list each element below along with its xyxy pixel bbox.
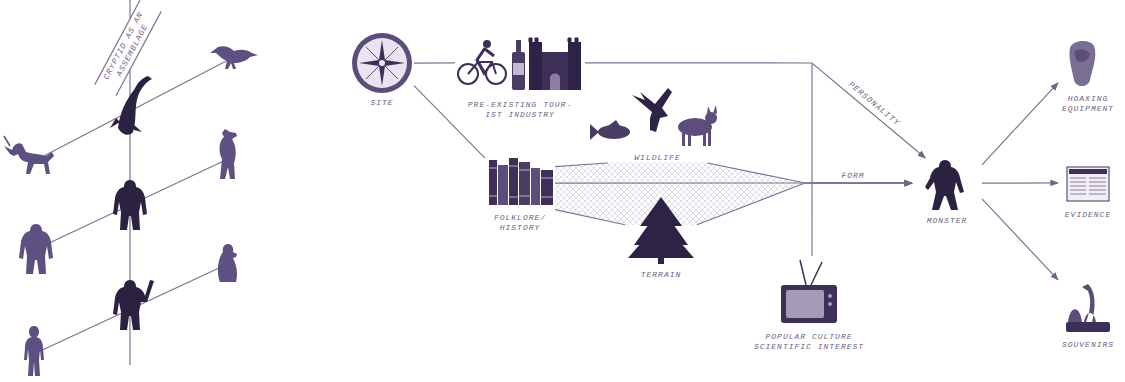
compass-face <box>357 38 407 88</box>
newspaper-masthead <box>1069 169 1107 174</box>
flow-connector <box>414 86 485 159</box>
node-caption: FOLKLORE/ HISTORY <box>485 213 555 233</box>
connector-label: PERSONALITY <box>847 79 902 128</box>
lynx-head <box>705 112 717 124</box>
flow-connector <box>982 199 1058 280</box>
tv-antenna <box>800 260 822 285</box>
flow-connector <box>708 163 913 183</box>
waving-bigfoot-silhouette <box>113 280 154 330</box>
icon-node: SOUVENIRS <box>1058 272 1118 350</box>
node-caption: PRE-EXISTING TOUR- IST INDUSTRY <box>464 100 576 120</box>
merge-line <box>811 63 812 183</box>
icon-node: POPULAR CULTURE SCIENTIFIC INTEREST <box>748 256 870 352</box>
newspaper-columns <box>1070 178 1106 194</box>
tv-knob <box>828 302 832 306</box>
book-icon <box>519 162 530 205</box>
fish-icon <box>598 125 630 139</box>
castle-tower <box>529 42 542 90</box>
tag-panel <box>95 0 161 96</box>
node-caption: WILDLIFE <box>634 153 680 163</box>
flow-connector <box>697 183 912 225</box>
eagle-icon <box>632 88 672 132</box>
tv-icon <box>781 285 837 323</box>
footprint-cast-print <box>1074 49 1090 62</box>
footprint-cast-icon <box>1069 41 1095 86</box>
assemblage-link <box>40 58 232 158</box>
unicorn-horn <box>4 136 10 146</box>
groundhog-silhouette <box>218 244 237 282</box>
connector-label: FORM <box>842 171 865 181</box>
lynx-legs <box>682 130 711 146</box>
icon-node: PRE-EXISTING TOUR- IST INDUSTRY <box>455 36 585 120</box>
souvenir-base <box>1066 322 1110 332</box>
compass-star <box>359 40 405 86</box>
book-icon <box>498 165 508 205</box>
flow-connector <box>555 210 625 225</box>
flow-connector <box>585 63 925 158</box>
flow-connector <box>982 83 1058 165</box>
compass-lines <box>366 47 398 79</box>
tag-label: CRYPTID AS AN ASSEMBLAGE <box>101 9 155 87</box>
fish-tail <box>590 124 599 140</box>
flow-connector <box>812 183 912 256</box>
assemblage-link <box>38 262 232 352</box>
book-icon <box>509 158 518 205</box>
bigfoot-silhouette <box>113 180 147 230</box>
book-icon <box>489 160 497 205</box>
icon-node: SITE <box>350 28 414 108</box>
cyclist-head <box>483 40 491 48</box>
lynx-ears <box>707 105 717 114</box>
node-caption: MONSTER <box>927 216 968 226</box>
hatch-mesh <box>555 162 805 225</box>
castle-door <box>550 74 560 91</box>
book-icon <box>541 170 553 205</box>
assemblage-link <box>45 158 230 245</box>
node-caption: SITE <box>370 98 393 108</box>
flow-connector <box>414 62 455 64</box>
unicorn-silhouette <box>4 143 54 174</box>
flow-connector <box>982 182 1058 183</box>
fish-fin <box>608 120 620 126</box>
ape-silhouette <box>19 224 53 274</box>
monster-icon <box>925 160 964 210</box>
flow-connector <box>555 163 608 167</box>
plesiosaur-silhouette <box>110 76 152 135</box>
icon-node: FOLKLORE/ HISTORY <box>485 155 555 233</box>
icon-node: MONSTER <box>912 158 982 226</box>
cyclist-body <box>477 48 494 72</box>
book-icon <box>531 168 540 205</box>
bottle-neck <box>516 40 521 54</box>
node-caption: SOUVENIRS <box>1062 340 1114 350</box>
book-bands <box>489 166 553 197</box>
icon-node: TERRAIN <box>625 195 697 280</box>
tree-icon <box>628 220 694 258</box>
node-caption: TERRAIN <box>641 270 682 280</box>
tree-trunk <box>658 256 664 264</box>
creature-silhouette <box>210 46 258 69</box>
icon-node: EVIDENCE <box>1058 163 1118 220</box>
newspaper-icon <box>1067 167 1109 201</box>
flow-connector <box>555 182 912 183</box>
tv-knob <box>828 294 832 298</box>
nessie-souvenir-icon <box>1068 284 1096 322</box>
node-caption: EVIDENCE <box>1065 210 1111 220</box>
icon-node: WILDLIFE <box>595 90 720 163</box>
node-caption: HOAXING EQUIPMENT <box>1058 94 1118 114</box>
bear-silhouette <box>220 129 237 179</box>
compass-icon <box>352 33 412 93</box>
bottle-icon <box>512 52 525 90</box>
compass-pin <box>379 60 385 66</box>
castle-battlements <box>529 38 578 42</box>
castle-tower <box>568 42 581 90</box>
icon-node: HOAXING EQUIPMENT <box>1058 36 1118 114</box>
node-caption: POPULAR CULTURE SCIENTIFIC INTEREST <box>748 332 870 352</box>
caveman-silhouette <box>24 326 44 376</box>
tv-screen <box>786 290 824 318</box>
bottle-label <box>513 63 524 75</box>
